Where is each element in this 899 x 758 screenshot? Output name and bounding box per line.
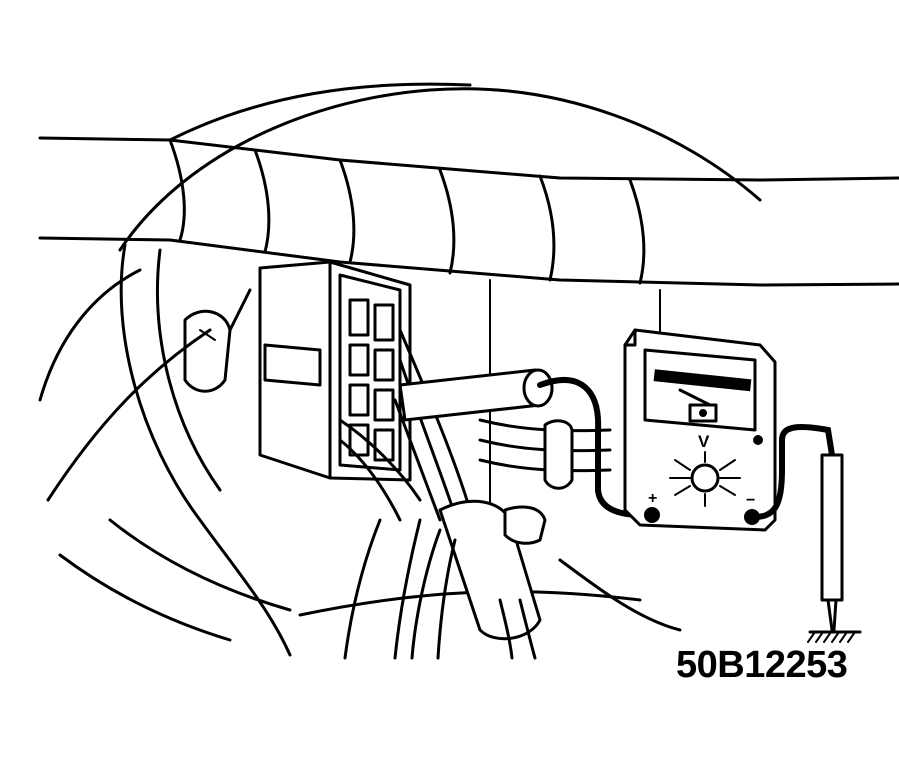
ground-symbol-icon	[807, 630, 862, 643]
plus-mark: +	[648, 490, 657, 507]
side-wires	[478, 418, 612, 490]
mounting-bracket	[183, 288, 252, 393]
range-dial	[669, 451, 741, 507]
positive-terminal	[644, 507, 660, 523]
figure-code: 50B12253	[676, 644, 848, 686]
positive-lead	[537, 377, 653, 519]
wiring-harness-bar	[38, 136, 899, 287]
meter-unit-label: V	[698, 432, 710, 451]
test-probe	[398, 368, 554, 422]
voltmeter: V + −	[623, 328, 777, 532]
minus-mark: −	[746, 492, 755, 509]
ground-lead	[749, 424, 844, 632]
connector	[258, 260, 412, 482]
wire-bundle	[338, 328, 547, 660]
